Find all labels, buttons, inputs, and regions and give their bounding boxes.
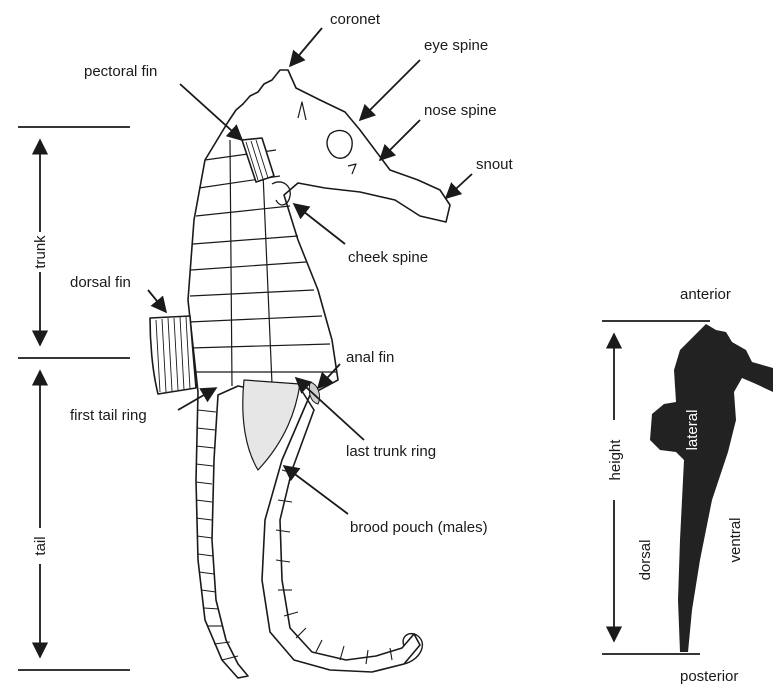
first-tail-ring-label: first tail ring — [70, 407, 147, 424]
trunk-tail-dimensions — [18, 127, 130, 670]
nose-spine-arrow — [380, 120, 420, 160]
brood-pouch-label: brood pouch (males) — [350, 519, 488, 536]
height-label: height — [607, 439, 624, 481]
coronet-label: coronet — [330, 11, 381, 28]
eye-spine-arrow — [360, 60, 420, 120]
seahorse-silhouette — [650, 324, 773, 652]
trunk-label: trunk — [32, 235, 49, 269]
dorsal-label: dorsal — [637, 540, 654, 581]
seahorse-body-outline — [188, 70, 450, 678]
lateral-label: lateral — [684, 410, 701, 451]
anterior-label: anterior — [680, 286, 731, 303]
dorsal-fin-shape — [150, 316, 196, 394]
brood-pouch-arrow — [284, 466, 348, 514]
dorsal-fin-label: dorsal fin — [70, 274, 131, 291]
posterior-label: posterior — [680, 668, 738, 685]
pectoral-fin-arrow — [180, 84, 242, 140]
anal-fin-label: anal fin — [346, 349, 394, 366]
ventral-label: ventral — [727, 517, 744, 562]
dorsal-fin-arrow — [148, 290, 166, 312]
nose-spine-label: nose spine — [424, 102, 497, 119]
snout-label: snout — [476, 156, 514, 173]
silhouette-diagram: height anterior posterior dorsal ventral… — [602, 286, 773, 685]
pectoral-fin-label: pectoral fin — [84, 63, 157, 80]
cheek-spine-label: cheek spine — [348, 249, 428, 266]
cheek-spine-arrow — [294, 204, 345, 244]
tail-label: tail — [32, 536, 49, 555]
last-trunk-ring-label: last trunk ring — [346, 443, 436, 460]
eye-spine-label: eye spine — [424, 37, 488, 54]
snout-arrow — [446, 174, 472, 198]
seahorse-drawing — [150, 70, 450, 678]
coronet-arrow — [290, 28, 322, 66]
